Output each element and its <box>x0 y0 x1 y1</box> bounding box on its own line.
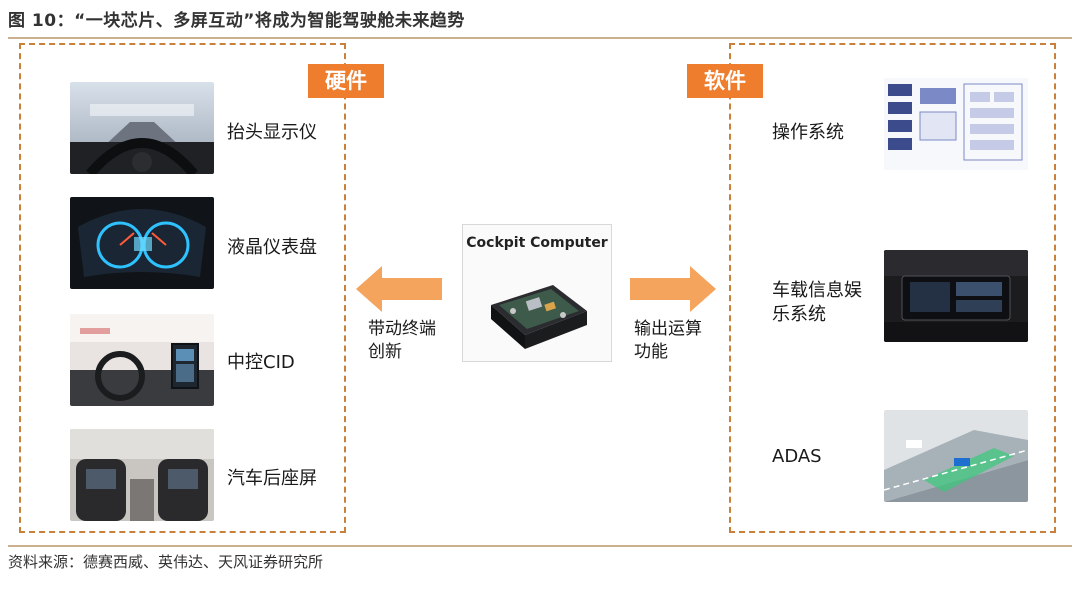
hardware-panel <box>19 43 346 533</box>
right-arrow-text: 输出运算功能 <box>634 319 702 362</box>
rear-seat-screen-image <box>70 429 214 521</box>
right-arrow-icon <box>630 266 716 316</box>
infotainment-image <box>884 250 1028 342</box>
left-arrow-text: 带动终端创新 <box>368 319 436 362</box>
figure-title: 图 10：“一块芯片、多屏互动”将成为智能驾驶舱未来趋势 <box>8 11 465 31</box>
adas-image <box>884 410 1028 502</box>
top-rule <box>8 37 1072 39</box>
software-item-infotainment: 车载信息娱乐系统 <box>772 280 862 325</box>
hardware-item-hud: 抬头显示仪 <box>227 122 317 143</box>
cockpit-computer-image <box>483 265 593 359</box>
hardware-item-cid: 中控CID <box>227 352 295 373</box>
software-item-adas: ADAS <box>772 446 822 467</box>
hardware-item-rear-seat-screen: 汽车后座屏 <box>227 468 317 489</box>
cockpit-computer-box: Cockpit Computer <box>462 224 612 362</box>
cockpit-computer-title: Cockpit Computer <box>466 235 608 251</box>
software-panel <box>729 43 1056 533</box>
source-note: 资料来源：德赛西威、英伟达、天风证券研究所 <box>8 553 324 571</box>
bottom-rule <box>8 545 1072 547</box>
center-cid-image <box>70 314 214 406</box>
hardware-item-lcd-cluster: 液晶仪表盘 <box>227 237 317 258</box>
left-arrow-icon <box>356 266 442 316</box>
software-badge: 软件 <box>687 64 763 98</box>
hud-image <box>70 82 214 174</box>
hardware-badge: 硬件 <box>308 64 384 98</box>
lcd-cluster-image <box>70 197 214 289</box>
software-item-os: 操作系统 <box>772 122 844 143</box>
os-diagram-image <box>884 78 1028 170</box>
